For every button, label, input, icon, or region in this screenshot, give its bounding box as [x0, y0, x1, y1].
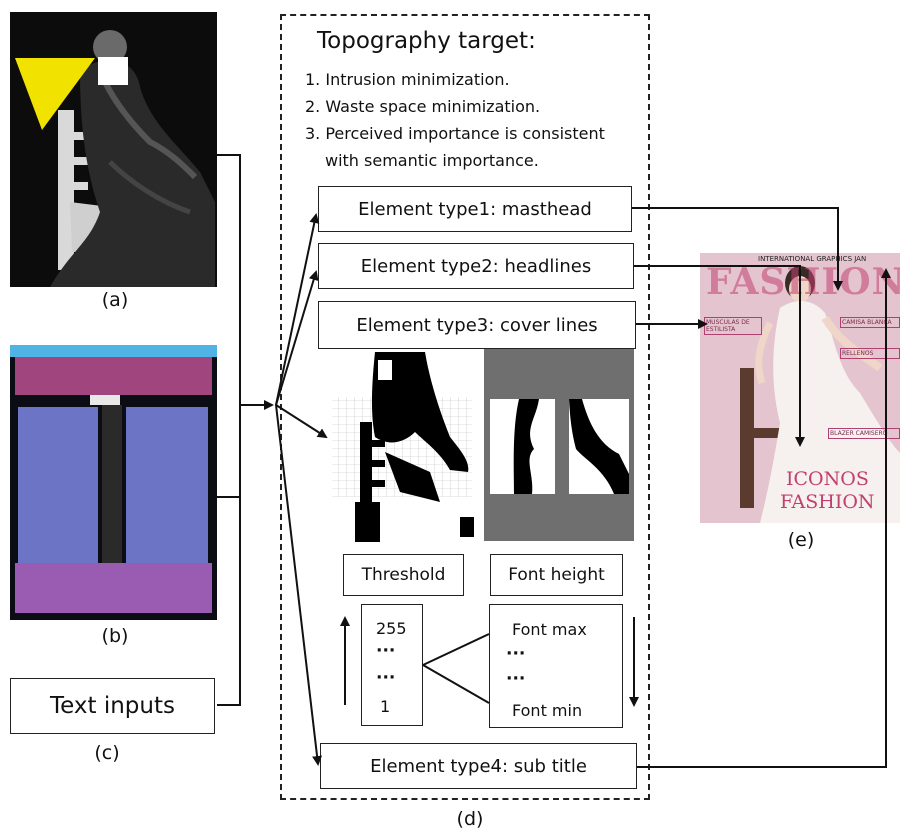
threshold-image	[330, 352, 478, 542]
threshold-value-max: 255	[376, 619, 407, 638]
font-height-figure	[490, 399, 629, 494]
panel-b-label: (b)	[101, 625, 129, 647]
target-item-4: with semantic importance.	[325, 151, 539, 170]
panel-b-masthead-block	[15, 357, 212, 395]
threshold-label-box: Threshold	[343, 554, 464, 596]
font-values-box: Font max ··· ··· Font min	[489, 604, 623, 728]
line-from-a	[217, 154, 241, 706]
element-type3-box: Element type3: cover lines	[318, 301, 636, 349]
threshold-value-dots-1: ···	[376, 641, 396, 661]
element-type1-box: Element type1: masthead	[318, 186, 632, 232]
panel-b-right-block	[126, 407, 208, 567]
font-height-label-box: Font height	[490, 554, 623, 596]
font-value-max: Font max	[512, 620, 587, 639]
element-type2-box: Element type2: headlines	[318, 243, 634, 289]
magazine-coverline-left: MUSCULAS DE ESTILISTA	[704, 317, 762, 335]
panel-c-label: (c)	[94, 742, 120, 764]
threshold-value-min: 1	[380, 697, 391, 716]
magazine-headline-1: ICONOS	[786, 468, 869, 490]
threshold-grid-figure	[332, 352, 474, 542]
panel-b-white-box	[90, 395, 120, 405]
panel-b-chair	[102, 405, 122, 570]
magazine-headline-2: FASHION	[780, 491, 875, 513]
target-title: Topography target:	[317, 28, 536, 54]
magazine-coverline-right-1: CAMISA BLANCA	[840, 317, 900, 328]
font-value-min: Font min	[512, 701, 583, 720]
panel-b-image	[10, 345, 217, 620]
panel-b-bottom-block	[15, 563, 212, 613]
magazine-cover: INTERNATIONAL GRAPHICS JAN FASHION MUSCU…	[700, 253, 900, 523]
target-item-1: 1. Intrusion minimization.	[305, 70, 510, 89]
magazine-coverline-right-2: RELLENOS	[840, 348, 900, 359]
threshold-value-dots-2: ···	[376, 668, 396, 688]
panel-d-label: (d)	[456, 808, 484, 830]
element-type4-box: Element type4: sub title	[320, 743, 637, 789]
panel-a-label: (a)	[101, 289, 129, 311]
font-value-dots-2: ···	[506, 669, 526, 689]
panel-e-label: (e)	[787, 529, 815, 551]
target-item-3: 3. Perceived importance is consistent	[305, 124, 605, 143]
font-value-dots-1: ···	[506, 644, 526, 664]
threshold-values-box: 255 ··· ··· 1	[361, 604, 423, 726]
panel-a-figure	[15, 30, 215, 287]
font-height-image	[484, 349, 634, 541]
magazine-coverline-right-3: BLAZER CAMISERO	[828, 428, 900, 439]
magazine-masthead: FASHION	[706, 261, 900, 303]
text-inputs-box: Text inputs	[10, 678, 215, 734]
panel-b-left-block	[18, 407, 98, 567]
target-item-2: 2. Waste space minimization.	[305, 97, 541, 116]
panel-a-image	[10, 12, 217, 287]
panel-b-cyan-strip	[10, 345, 217, 357]
